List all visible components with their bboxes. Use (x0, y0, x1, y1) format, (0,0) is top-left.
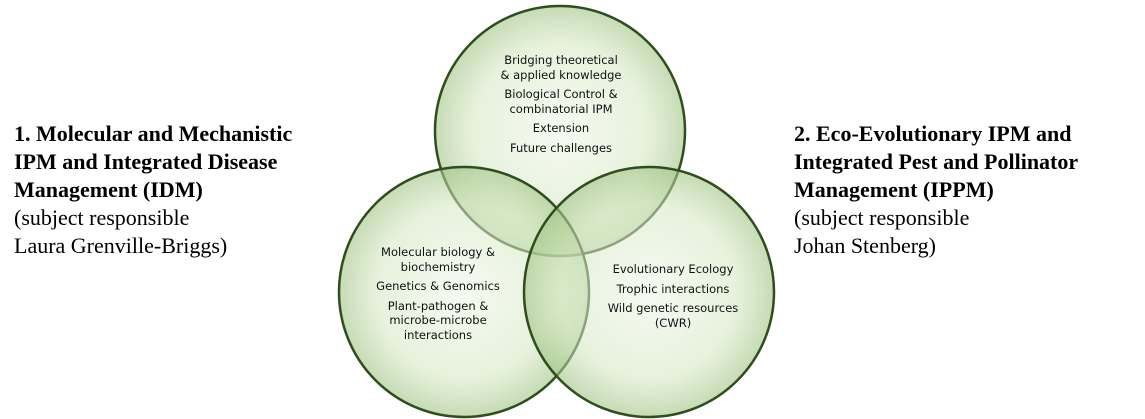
top-item-1: Bridging theoretical & applied knowledge (500, 53, 622, 82)
right-block: 2. Eco-Evolutionary IPM and Integrated P… (794, 120, 1139, 260)
top-item-3: Extension (532, 121, 590, 135)
right-sub-line: (subject responsible (794, 205, 970, 230)
left-heading-line: Management (IDM) (14, 177, 203, 202)
right-heading-line: Management (IPPM) (794, 177, 994, 202)
top-item-4: Future challenges (509, 140, 613, 155)
left-sub-line: Laura Grenville-Briggs) (14, 233, 228, 258)
right-item-2: Trophic interactions (616, 281, 730, 296)
top-circle-text: Bridging theoretical & applied knowledge… (476, 53, 646, 160)
right-heading-line: Integrated Pest and Pollinator (794, 149, 1079, 174)
right-item-3: Wild genetic resources (CWR) (607, 301, 739, 330)
left-block: 1. Molecular and Mechanistic IPM and Int… (14, 120, 344, 260)
circle-right (522, 165, 776, 419)
left-sub-line: (subject responsible (14, 205, 190, 230)
left-item-2: Genetics & Genomics (376, 279, 500, 293)
left-heading-line: 1. Molecular and Mechanistic (14, 121, 293, 146)
right-item-1: Evolutionary Ecology (612, 262, 734, 276)
right-circle-text: Evolutionary Ecology Trophic interaction… (598, 262, 748, 335)
top-item-2: Biological Control & combinatorial IPM (504, 87, 618, 116)
left-heading-line: IPM and Integrated Disease (14, 149, 278, 174)
right-sub-line: Johan Stenberg) (794, 233, 936, 258)
left-item-3: Plant-pathogen & microbe-microbe interac… (387, 298, 489, 342)
right-heading-line: 2. Eco-Evolutionary IPM and (794, 121, 1072, 146)
left-circle-text: Molecular biology & biochemistry Genetic… (368, 245, 508, 347)
left-item-1: Molecular biology & biochemistry (381, 245, 495, 274)
